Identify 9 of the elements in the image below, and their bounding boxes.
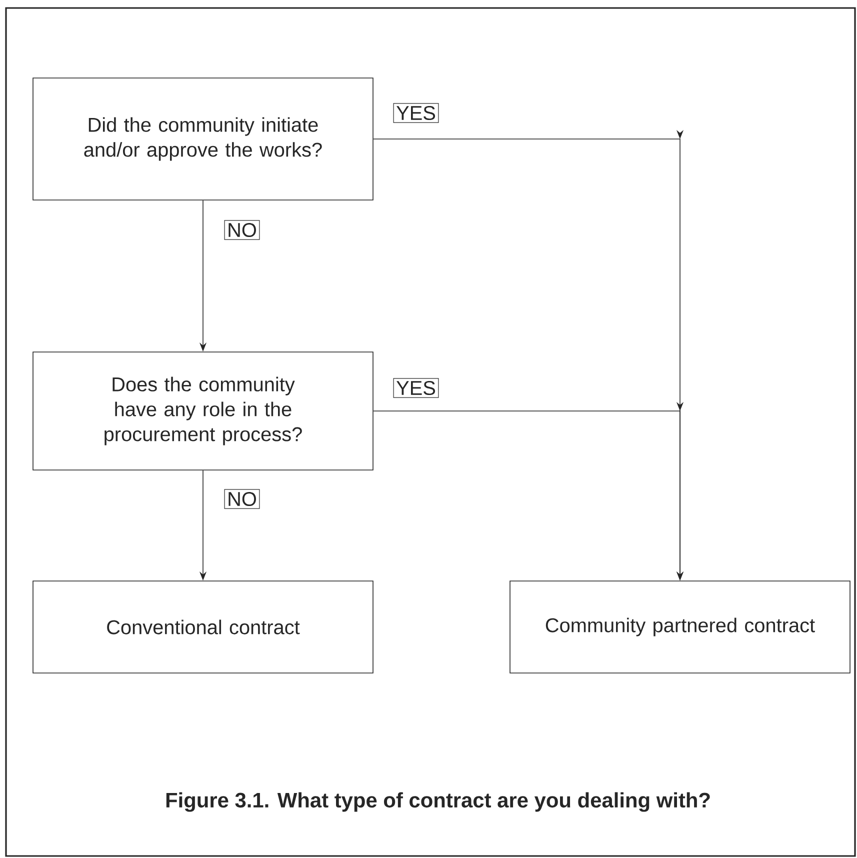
process-box: Community partnered contract (510, 580, 850, 674)
edge-label: YES (393, 378, 439, 398)
edge-label: NO (224, 489, 260, 509)
process-box: Does the community have any role in the procurement process? (32, 352, 374, 470)
process-box: Conventional contract (32, 580, 374, 674)
edge-label: YES (393, 103, 439, 123)
caption: Figure 3.1. What type of contract are you dealing with? (166, 792, 710, 812)
edge-label: NO (224, 220, 260, 240)
process-box: Did the community initiate and/or approve the works? (32, 78, 374, 200)
